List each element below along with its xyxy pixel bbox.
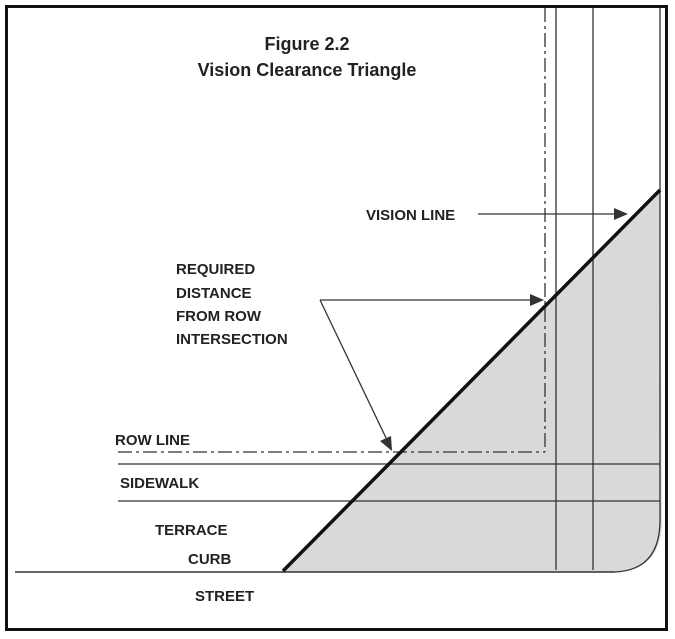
figure-title: Figure 2.2 <box>264 34 349 54</box>
street-label: STREET <box>195 588 254 605</box>
required-distance-label-3: FROM ROW <box>176 308 262 325</box>
required-distance-arrowhead-upper <box>530 294 544 306</box>
required-distance-label-1: REQUIRED <box>176 261 255 278</box>
required-distance-arrow-lower <box>319 299 389 443</box>
curb-label: CURB <box>188 551 231 568</box>
row-line-label: ROW LINE <box>115 432 190 449</box>
required-distance-label-4: INTERSECTION <box>176 331 288 348</box>
required-distance-arrowhead-lower <box>380 436 392 451</box>
figure-subtitle: Vision Clearance Triangle <box>198 60 417 80</box>
vision-line <box>281 188 662 573</box>
vision-line-label: VISION LINE <box>366 207 455 224</box>
terrace-label: TERRACE <box>155 522 228 539</box>
vision-line-arrowhead <box>614 208 628 220</box>
required-distance-label-2: DISTANCE <box>176 285 252 302</box>
sidewalk-label: SIDEWALK <box>120 475 199 492</box>
curb-return-arc <box>614 519 661 573</box>
